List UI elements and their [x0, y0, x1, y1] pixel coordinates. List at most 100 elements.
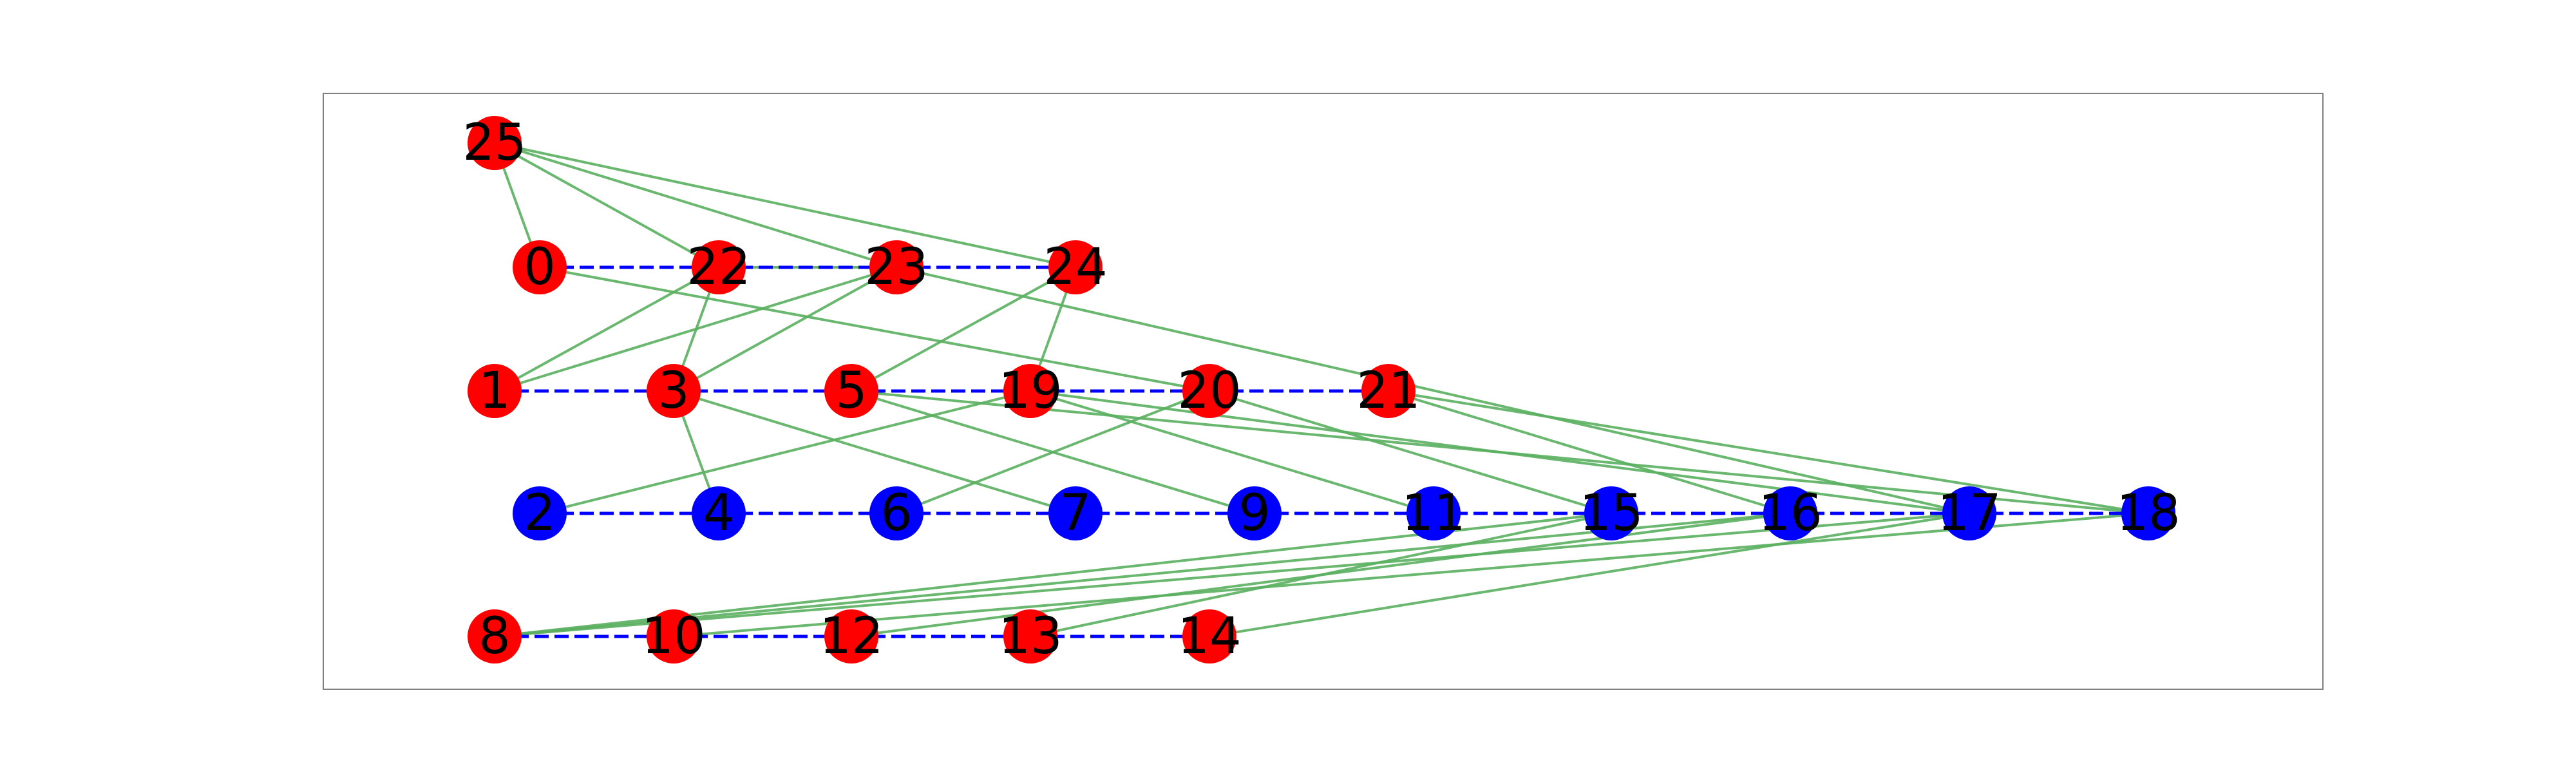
node-7: 7 — [1048, 484, 1103, 542]
node-7-label: 7 — [1059, 484, 1092, 542]
node-12: 12 — [819, 607, 883, 665]
node-1: 1 — [468, 362, 522, 420]
node-19-label: 19 — [998, 362, 1062, 420]
node-1-label: 1 — [478, 362, 511, 420]
edge-24-5 — [851, 266, 1076, 392]
node-4: 4 — [692, 484, 746, 542]
node-16: 16 — [1758, 484, 1822, 542]
node-14-label: 14 — [1177, 607, 1241, 665]
node-13-label: 13 — [998, 607, 1062, 665]
node-14-circle — [1182, 609, 1236, 663]
node-24: 24 — [1043, 238, 1107, 296]
node-10-label: 10 — [641, 607, 705, 665]
node-25: 25 — [462, 114, 526, 172]
node-2-label: 2 — [524, 484, 556, 542]
node-24-circle — [1048, 240, 1103, 294]
node-10: 10 — [641, 607, 705, 665]
node-11-circle — [1406, 486, 1461, 540]
edge-23-1 — [494, 266, 897, 392]
node-23-circle — [869, 240, 923, 294]
edge-8-16 — [494, 512, 1791, 638]
node-5: 5 — [824, 362, 878, 420]
edge-14-17 — [1209, 512, 1970, 638]
node-12-circle — [824, 609, 878, 663]
node-20-circle — [1182, 364, 1236, 418]
node-15-label: 15 — [1579, 484, 1643, 542]
node-15: 15 — [1579, 484, 1643, 542]
node-8-circle — [468, 609, 522, 663]
node-8: 8 — [468, 607, 522, 665]
node-15-circle — [1584, 486, 1638, 540]
node-12-label: 12 — [819, 607, 883, 665]
edge-13-15 — [1030, 512, 1612, 638]
node-20-label: 20 — [1177, 362, 1241, 420]
edge-21-18 — [1388, 390, 2149, 515]
node-3-label: 3 — [658, 362, 690, 420]
node-0-circle — [513, 240, 567, 294]
edge-22-1 — [494, 266, 719, 392]
node-22-label: 22 — [687, 238, 750, 296]
node-14: 14 — [1177, 607, 1241, 665]
edge-20-6 — [896, 390, 1210, 515]
edge-23-17 — [896, 266, 1970, 515]
node-3-circle — [647, 364, 701, 418]
edge-3-7 — [673, 390, 1076, 515]
edge-25-24 — [494, 142, 1076, 269]
node-10-circle — [647, 609, 701, 663]
node-21-circle — [1361, 364, 1416, 418]
node-21-label: 21 — [1356, 362, 1420, 420]
node-19: 19 — [998, 362, 1062, 420]
node-18: 18 — [2116, 484, 2180, 542]
node-23-label: 23 — [864, 238, 928, 296]
node-16-circle — [1763, 486, 1817, 540]
edge-23-3 — [673, 266, 897, 392]
node-9: 9 — [1227, 484, 1282, 542]
node-18-label: 18 — [2116, 484, 2180, 542]
edge-8-17 — [494, 512, 1970, 638]
node-9-label: 9 — [1238, 484, 1271, 542]
node-11-label: 11 — [1401, 484, 1465, 542]
edge-25-23 — [494, 142, 897, 269]
node-25-circle — [468, 116, 522, 170]
node-6: 6 — [869, 484, 923, 542]
node-2-circle — [513, 486, 567, 540]
node-1-circle — [468, 364, 522, 418]
node-21: 21 — [1356, 362, 1420, 420]
node-24-label: 24 — [1043, 238, 1107, 296]
node-0-label: 0 — [524, 238, 556, 296]
edge-10-18 — [673, 512, 2149, 638]
node-17-circle — [1942, 486, 1996, 540]
node-11: 11 — [1401, 484, 1465, 542]
node-17-label: 17 — [1937, 484, 2001, 542]
node-13-circle — [1003, 609, 1057, 663]
plot-frame — [323, 93, 2324, 690]
node-9-circle — [1227, 486, 1282, 540]
edge-19-11 — [1030, 390, 1434, 515]
node-20: 20 — [1177, 362, 1241, 420]
node-5-label: 5 — [835, 362, 867, 420]
edge-20-15 — [1209, 390, 1612, 515]
node-0: 0 — [513, 238, 567, 296]
node-4-circle — [692, 486, 746, 540]
node-3: 3 — [647, 362, 701, 420]
blue-dashed-edges — [495, 265, 2148, 638]
node-25-label: 25 — [462, 114, 526, 172]
edge-19-17 — [1030, 390, 1970, 515]
node-5-circle — [824, 364, 878, 418]
node-13: 13 — [998, 607, 1062, 665]
node-4-label: 4 — [703, 484, 735, 542]
edge-25-22 — [494, 142, 719, 269]
node-18-circle — [2121, 486, 2175, 540]
edge-21-16 — [1388, 390, 1791, 515]
edge-19-2 — [539, 390, 1031, 515]
node-16-label: 16 — [1758, 484, 1822, 542]
node-2: 2 — [513, 484, 567, 542]
node-23: 23 — [864, 238, 928, 296]
node-17: 17 — [1937, 484, 2001, 542]
node-19-circle — [1003, 364, 1057, 418]
node-8-label: 8 — [478, 607, 511, 665]
edge-0-20 — [539, 266, 1210, 392]
node-6-label: 6 — [880, 484, 913, 542]
